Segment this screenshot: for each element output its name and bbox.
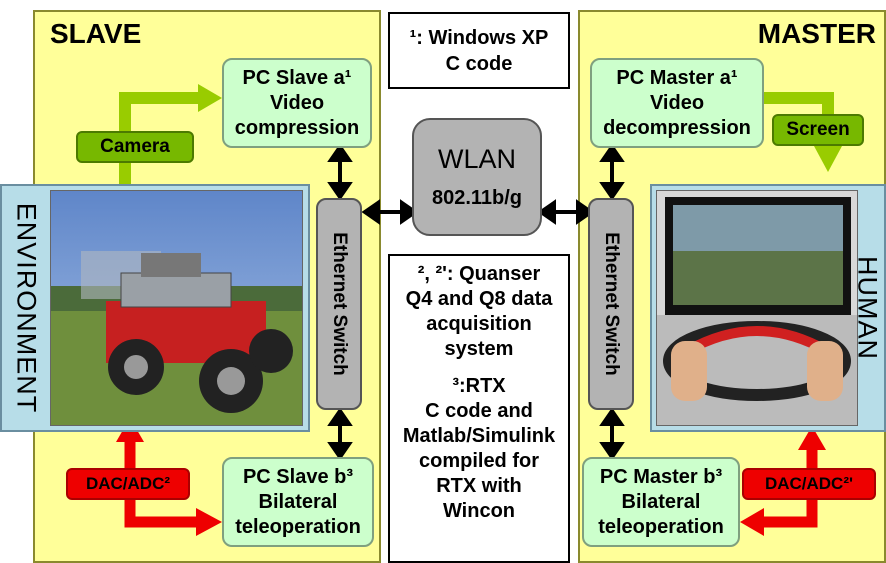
pc-slave-b-line3: teleoperation bbox=[235, 515, 361, 538]
note-quanser-line3: acquisition bbox=[426, 313, 532, 335]
note-rtx-line5: RTX with bbox=[436, 475, 522, 497]
note-windows: ¹: Windows XP C code bbox=[388, 12, 570, 89]
pc-slave-a: PC Slave a¹ Video compression bbox=[222, 58, 372, 148]
slave-title: SLAVE bbox=[50, 18, 142, 49]
note-rtx-line6: Wincon bbox=[442, 500, 516, 522]
note-rtx-line3: Matlab/Simulink bbox=[402, 425, 556, 447]
note-windows-line1: ¹: Windows XP bbox=[409, 26, 549, 49]
note-specs: ², ²': Quanser Q4 and Q8 data acquisitio… bbox=[388, 254, 570, 563]
note-windows-line2: C code bbox=[445, 52, 513, 75]
master-dac-arrowhead-left bbox=[740, 508, 764, 536]
environment-label: ENVIRONMENT bbox=[11, 202, 42, 414]
pc-slave-a-line3: compression bbox=[234, 116, 360, 139]
slave-switch-label: Ethernet Switch bbox=[329, 232, 350, 376]
master-title: MASTER bbox=[757, 18, 876, 49]
pc-master-b-line2: Bilateral bbox=[621, 490, 701, 513]
camera-arrowhead bbox=[198, 84, 222, 112]
note-rtx-line2: C code and bbox=[425, 400, 533, 422]
pc-master-b: PC Master b³ Bilateral teleoperation bbox=[582, 457, 740, 547]
master-ethernet-switch: Ethernet Switch bbox=[588, 198, 634, 410]
note-rtx-line1: ³:RTX bbox=[452, 375, 506, 397]
master-dac-label: DAC/ADC²' bbox=[742, 468, 876, 500]
screen-arrowhead bbox=[814, 146, 842, 172]
pc-slave-a-line1: PC Slave a¹ bbox=[242, 66, 352, 89]
wlan-title: WLAN bbox=[437, 144, 516, 174]
wlan-box: WLAN 802.11b/g bbox=[412, 118, 542, 236]
pc-master-a-line3: decompression bbox=[603, 116, 751, 139]
slave-ethernet-switch: Ethernet Switch bbox=[316, 198, 362, 410]
pc-master-a-line1: PC Master a¹ bbox=[616, 66, 738, 89]
note-rtx-line4: compiled for bbox=[418, 450, 539, 472]
pc-slave-b-line1: PC Slave b³ bbox=[242, 465, 354, 488]
robot-vehicle bbox=[106, 253, 293, 413]
slave-dac-label: DAC/ADC² bbox=[66, 468, 190, 500]
note-quanser-line2: Q4 and Q8 data bbox=[405, 288, 553, 310]
wlan-spec: 802.11b/g bbox=[431, 187, 523, 209]
pc-master-b-line3: teleoperation bbox=[598, 515, 724, 538]
slave-dac-arrow bbox=[124, 440, 198, 528]
master-switch-label: Ethernet Switch bbox=[601, 232, 622, 376]
pc-slave-b-line2: Bilateral bbox=[258, 490, 338, 513]
pc-master-a: PC Master a¹ Video decompression bbox=[590, 58, 764, 148]
note-quanser-line1: ², ²': Quanser bbox=[417, 263, 541, 285]
pc-slave-b: PC Slave b³ Bilateral teleoperation bbox=[222, 457, 374, 547]
note-quanser-line4: system bbox=[444, 338, 514, 360]
pc-slave-a-line2: Video bbox=[269, 91, 325, 114]
pc-master-a-line2: Video bbox=[649, 91, 705, 114]
human-photo bbox=[656, 190, 858, 426]
slave-dac-arrowhead-right bbox=[196, 508, 222, 536]
pc-master-b-line1: PC Master b³ bbox=[599, 465, 723, 488]
camera-label: Camera bbox=[76, 131, 194, 163]
screen-label: Screen bbox=[772, 114, 864, 146]
robot-photo bbox=[50, 190, 303, 426]
master-dac-arrowhead-up bbox=[798, 426, 826, 450]
